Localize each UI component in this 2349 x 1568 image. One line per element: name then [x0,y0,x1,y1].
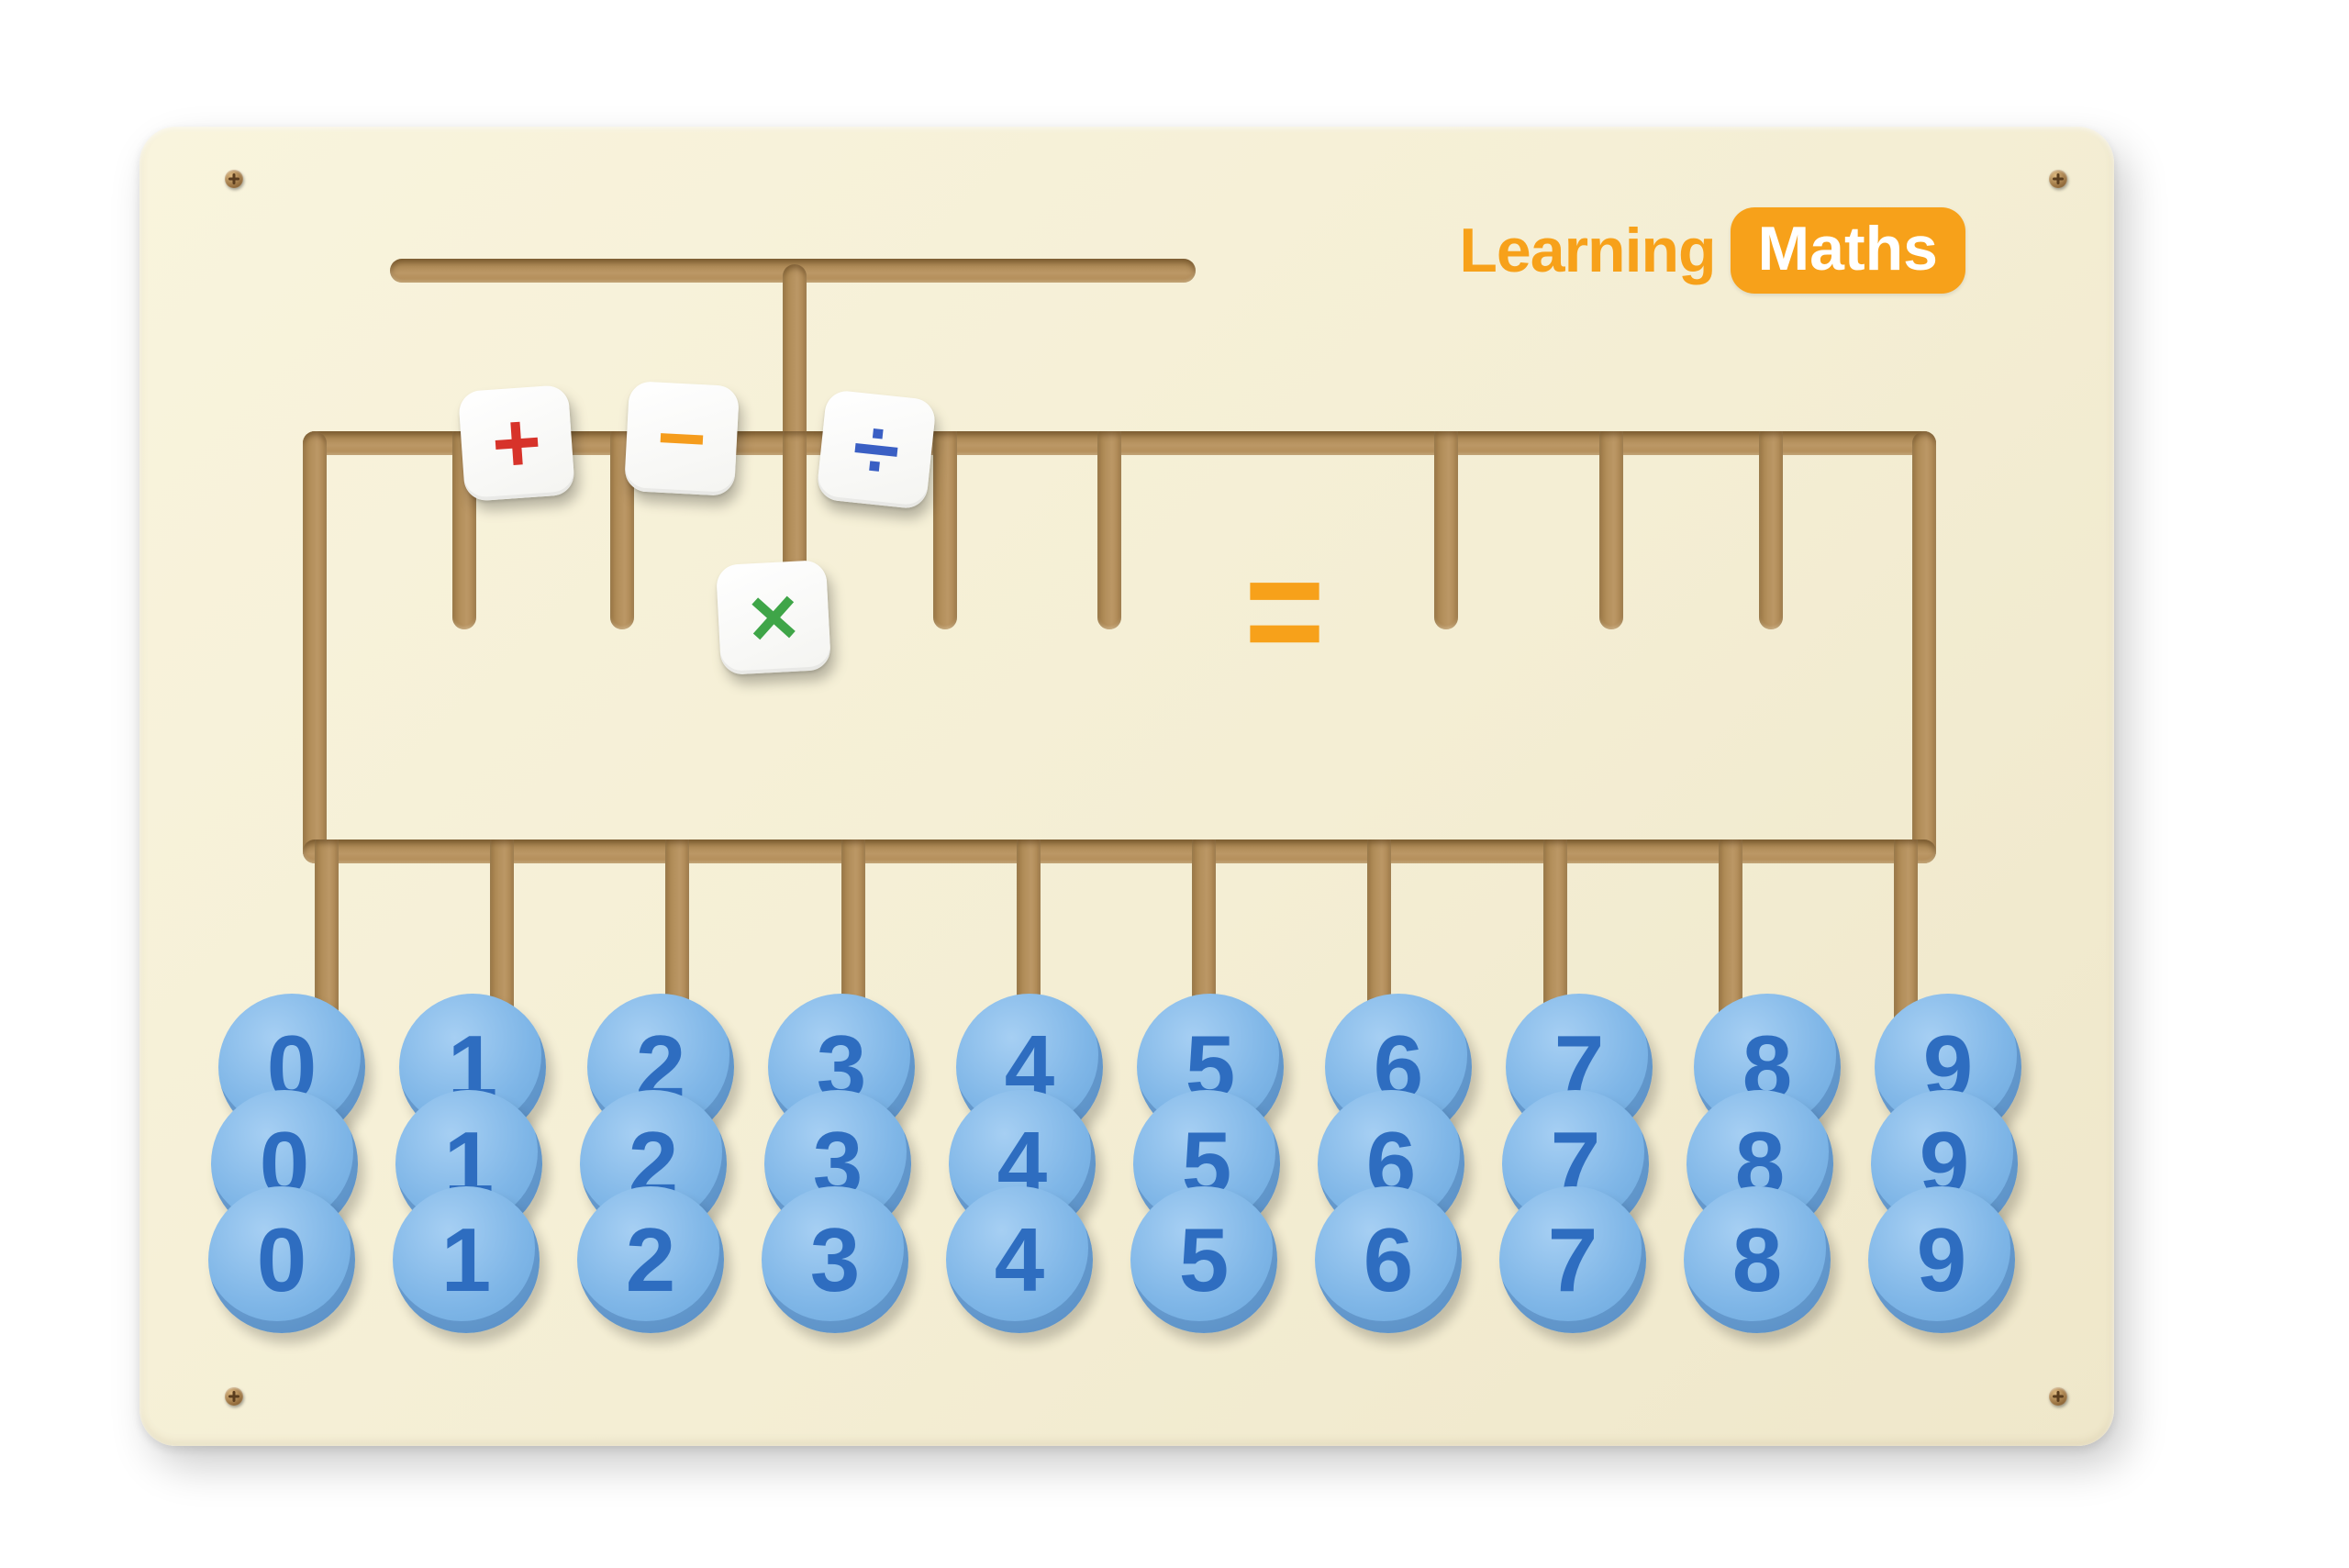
number-column-4: 4 4 4 [946,994,1103,1333]
number-disc[interactable]: 2 [577,1186,724,1333]
number-disc[interactable]: 0 [208,1186,355,1333]
number-column-1: 1 1 1 [393,994,546,1333]
equation-track-left-groove [303,431,327,863]
number-disc[interactable]: 5 [1130,1186,1277,1333]
number-column-3: 3 3 3 [762,994,915,1333]
number-column-7: 7 7 7 [1499,994,1653,1333]
number-disc[interactable]: 7 [1499,1186,1646,1333]
equation-track-bottom-groove [303,840,1936,863]
screw-icon [2049,1387,2067,1406]
number-disc[interactable]: 9 [1868,1186,2015,1333]
number-column-9: 9 9 9 [1868,994,2021,1333]
digit-slot-groove [1434,431,1458,629]
number-column-5: 5 5 5 [1130,994,1284,1333]
multiply-icon: × [746,569,801,666]
screw-icon [225,170,243,188]
divide-icon: ÷ [848,400,905,499]
digit-slot-groove [1097,431,1121,629]
logo: Learning Maths [1459,207,1965,294]
learning-maths-board: Learning Maths + − [139,127,2114,1446]
equals-sign: = [1244,520,1325,699]
number-disc[interactable]: 3 [762,1186,908,1333]
number-column-6: 6 6 6 [1315,994,1472,1333]
number-disc[interactable]: 4 [946,1186,1093,1333]
number-disc[interactable]: 1 [393,1186,540,1333]
number-column-0: 0 0 0 [208,994,365,1333]
number-disc[interactable]: 6 [1315,1186,1462,1333]
screw-icon [2049,170,2067,188]
digit-slot-groove [933,431,957,629]
minus-tile[interactable]: − [623,380,740,497]
operator-connector-groove [783,264,807,455]
number-column-2: 2 2 2 [577,994,734,1333]
logo-maths-badge: Maths [1730,207,1965,294]
minus-icon: − [654,390,709,487]
screw-icon [225,1387,243,1406]
plus-icon: + [488,395,545,492]
logo-learning-text: Learning [1459,216,1716,285]
digit-slot-groove [1599,431,1623,629]
equation-track-right-groove [1912,431,1936,863]
plus-tile[interactable]: + [457,384,576,503]
number-disc[interactable]: 8 [1684,1186,1831,1333]
digit-slot-groove [1759,431,1783,629]
number-column-8: 8 8 8 [1684,994,1841,1333]
multiply-tile[interactable]: × [715,559,832,676]
divide-tile[interactable]: ÷ [816,389,937,510]
